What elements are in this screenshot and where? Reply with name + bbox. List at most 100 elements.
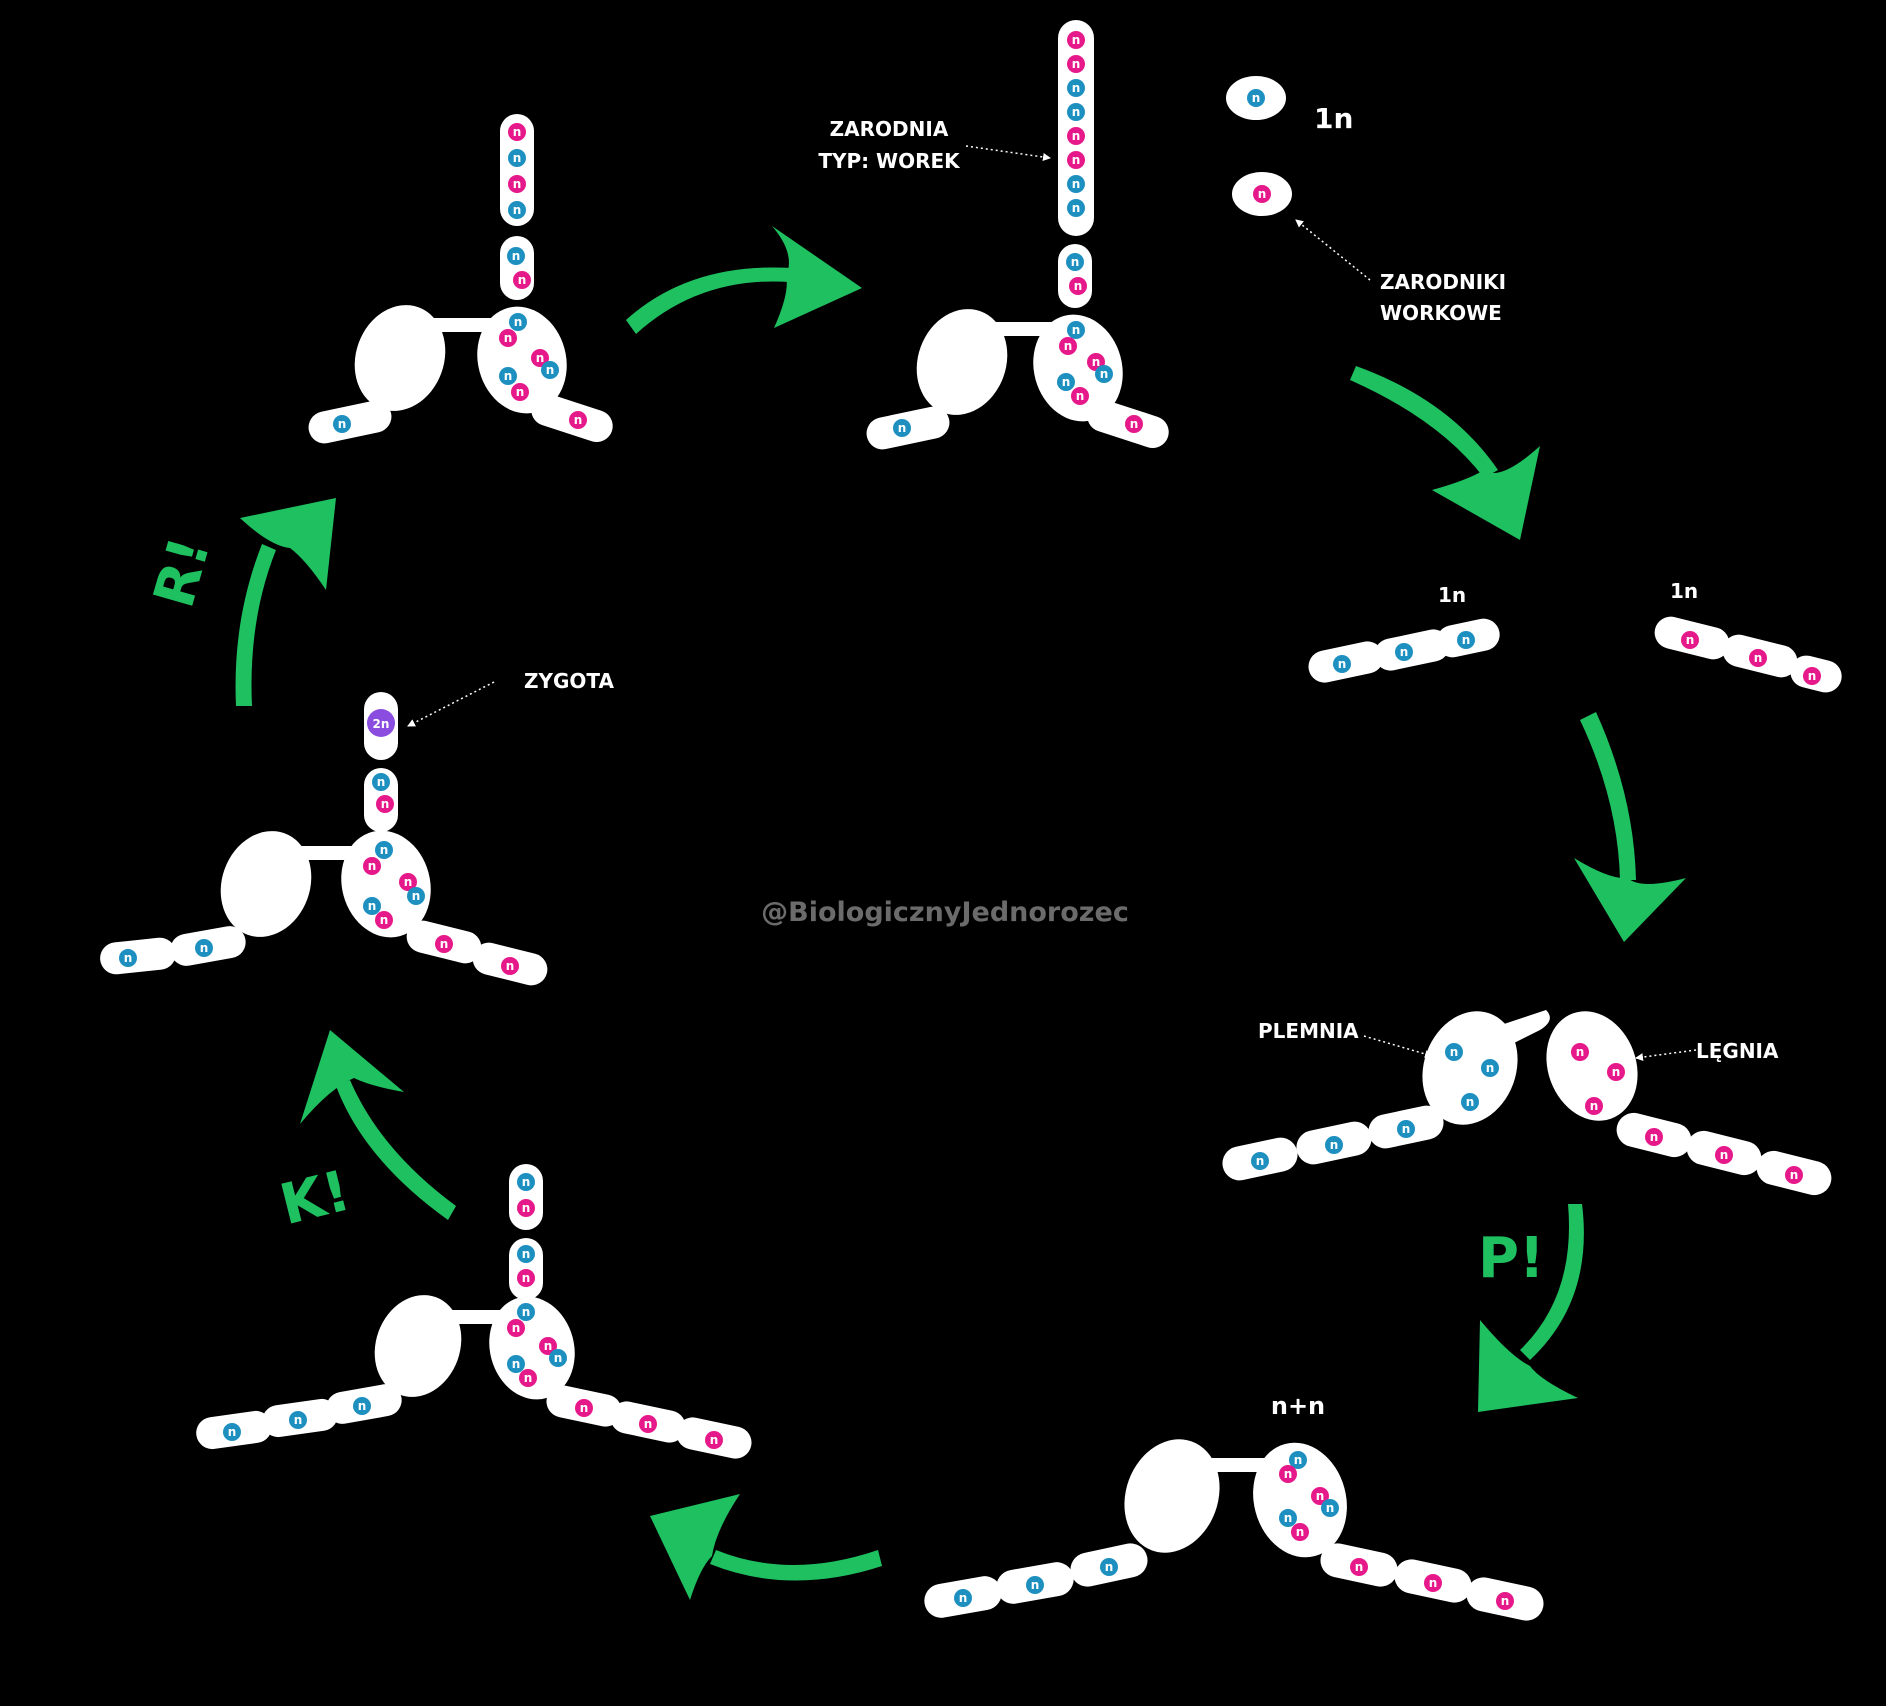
nucleus-label: n xyxy=(1072,57,1081,71)
nucleus-label: n xyxy=(554,1351,563,1365)
nucleus-blue: n xyxy=(509,313,527,331)
nucleus-label: n xyxy=(512,1357,521,1371)
nucleus-circle xyxy=(399,873,417,891)
nucleus-circle xyxy=(499,367,517,385)
diploid-nucleus xyxy=(367,709,395,737)
nucleus-blue: n xyxy=(372,773,390,791)
nucleus-blue: n xyxy=(517,1245,535,1263)
nucleus-label: n xyxy=(524,1371,533,1385)
label-zygota: ZYGOTA xyxy=(524,669,614,693)
nucleus-circle xyxy=(893,419,911,437)
nucleus-label: n xyxy=(959,1591,968,1605)
nucleus-label: n xyxy=(1105,1560,1114,1574)
nucleus-blue: n xyxy=(333,415,351,433)
nucleus-blue: n xyxy=(1067,79,1085,97)
annotation-pointers xyxy=(407,145,1697,1062)
nucleus-pink: n xyxy=(1067,55,1085,73)
nucleus-circle xyxy=(549,1349,567,1367)
nucleus-label: n xyxy=(1064,339,1073,353)
nucleus-circle xyxy=(517,1199,535,1217)
ascus-base-cell xyxy=(500,236,534,300)
nucleus-circle xyxy=(539,1337,557,1355)
nucleus-label: n xyxy=(1256,1154,1265,1168)
nucleus-label: n xyxy=(228,1425,237,1439)
arrow-to-hyphae xyxy=(1574,712,1686,942)
nucleus-pink: n xyxy=(508,123,526,141)
nucleus-circle xyxy=(195,939,213,957)
nucleus-label: n xyxy=(506,959,515,973)
nucleus-pink: n xyxy=(507,1319,525,1337)
nucleus-blue: n xyxy=(1325,1136,1343,1154)
nucleus-label: n xyxy=(1072,105,1081,119)
nucleus-pink: n xyxy=(1749,649,1767,667)
nucleus-label: n xyxy=(1296,1525,1305,1539)
pointer-legnia xyxy=(1635,1049,1697,1062)
nucleus-pink: n xyxy=(1125,415,1143,433)
nucleus-label: n xyxy=(1501,1594,1510,1608)
nucleus-circle xyxy=(1067,151,1085,169)
nucleus-blue: n xyxy=(954,1589,972,1607)
nucleus-circle xyxy=(508,201,526,219)
nucleus-label: n xyxy=(513,151,522,165)
nucleus-pink: n xyxy=(1067,127,1085,145)
nucleus-label: n xyxy=(1072,323,1081,337)
nucleus-blue: n xyxy=(1247,89,1265,107)
nucleus-circle xyxy=(1785,1166,1803,1184)
nucleus-label: n xyxy=(1284,1511,1293,1525)
nucleus-pink: n xyxy=(1291,1523,1309,1541)
nucleus-pink: n xyxy=(375,911,393,929)
nucleus-circle xyxy=(517,1245,535,1263)
nucleus-blue: n xyxy=(195,939,213,957)
nucleus-label: n xyxy=(1072,177,1081,191)
nucleus-pink: n xyxy=(513,271,531,289)
nucleus-pink: n xyxy=(1645,1128,1663,1146)
nucleus-label: n xyxy=(1072,129,1081,143)
nucleus-blue: n xyxy=(1395,643,1413,661)
nucleus-label: n xyxy=(368,899,377,913)
nucleus-label: n xyxy=(1074,279,1083,293)
label-zarodnia-line1: ZARODNIA xyxy=(830,117,949,141)
nucleus-label: n xyxy=(504,369,513,383)
nucleus-label: n xyxy=(1330,1138,1339,1152)
arrow-plasmogamy xyxy=(1478,1204,1584,1412)
nucleus-label: n xyxy=(1754,651,1763,665)
nucleus-label: n xyxy=(1466,1095,1475,1109)
nucleus-label: n xyxy=(512,1321,521,1335)
nucleus-circle xyxy=(507,1355,525,1373)
nucleus-circle xyxy=(1100,1558,1118,1576)
nucleus-pink: n xyxy=(531,349,549,367)
nucleus-circle xyxy=(376,795,394,813)
watermark: @BiologicznyJednorozec xyxy=(761,897,1129,928)
nucleus-circle xyxy=(1069,277,1087,295)
nucleus-blue: n xyxy=(119,949,137,967)
nucleus-pink: n xyxy=(705,1431,723,1449)
nucleus-blue: n xyxy=(1026,1576,1044,1594)
nucleus-label: n xyxy=(514,315,523,329)
empty-cell xyxy=(354,305,446,411)
nucleus-label: n xyxy=(124,951,133,965)
nucleus-circle xyxy=(1350,1558,1368,1576)
nucleus-circle xyxy=(1095,365,1113,383)
nucleus-circle xyxy=(1291,1523,1309,1541)
nucleus-pink: n xyxy=(639,1415,657,1433)
nucleus-label: n xyxy=(1284,1467,1293,1481)
nucleus-circle xyxy=(517,1173,535,1191)
nucleus-circle xyxy=(119,949,137,967)
nucleus-circle xyxy=(1067,31,1085,49)
nucleus-circle xyxy=(1071,387,1089,405)
nucleus-pink: n xyxy=(1067,151,1085,169)
stage-young-ascus xyxy=(308,114,613,444)
dikaryotic-cell xyxy=(477,306,567,414)
nucleus-circle xyxy=(508,149,526,167)
nucleus-circle xyxy=(1681,631,1699,649)
nucleus-pink: n xyxy=(575,1399,593,1417)
nucleus-label: n xyxy=(1072,33,1081,47)
nucleus-blue: n xyxy=(1481,1059,1499,1077)
nucleus-pink: n xyxy=(1253,185,1271,203)
nucleus-circle xyxy=(531,349,549,367)
nucleus-circle xyxy=(1607,1063,1625,1081)
nucleus-label: n xyxy=(358,1399,367,1413)
nucleus-pink: n xyxy=(499,329,517,347)
nucleus-label: n xyxy=(1326,1501,1335,1515)
nucleus-pink: n xyxy=(376,795,394,813)
